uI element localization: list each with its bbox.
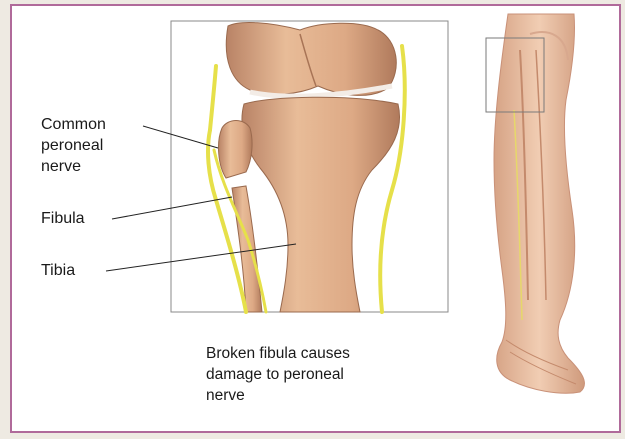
knee-closeup-panel: [171, 21, 448, 312]
full-leg-illustration: [486, 14, 584, 393]
caption-line1: Broken fibula causes: [206, 343, 350, 364]
caption-line3: nerve: [206, 385, 350, 406]
label-nerve-line3: nerve: [41, 156, 81, 177]
fibula-head: [219, 121, 253, 179]
label-nerve-line1: Common: [41, 114, 106, 135]
femur-condyles: [226, 23, 396, 96]
caption-line2: damage to peroneal: [206, 364, 350, 385]
label-tibia: Tibia: [41, 260, 75, 281]
label-nerve-line2: peroneal: [41, 135, 103, 156]
label-fibula: Fibula: [41, 208, 85, 229]
figure-caption: Broken fibula causes damage to peroneal …: [206, 343, 350, 406]
